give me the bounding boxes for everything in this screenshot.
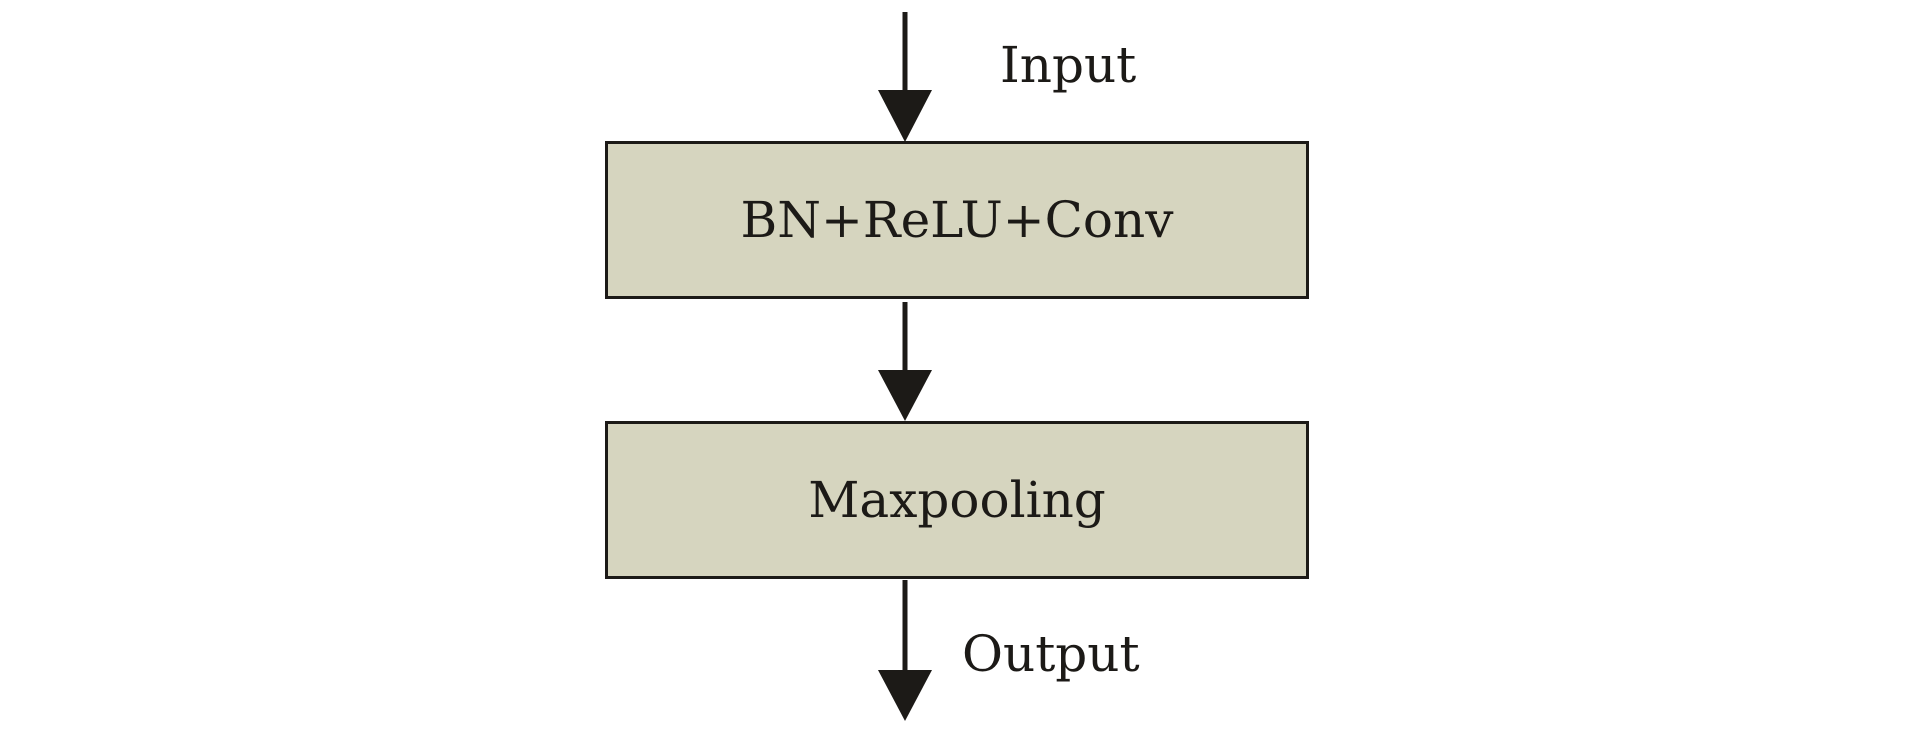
input-arrow bbox=[878, 12, 932, 142]
input-label: Input bbox=[1000, 36, 1137, 94]
bn-relu-conv-label: BN+ReLU+Conv bbox=[740, 191, 1174, 249]
output-label: Output bbox=[962, 625, 1140, 683]
maxpooling-label: Maxpooling bbox=[808, 471, 1106, 529]
bn-relu-conv-block: BN+ReLU+Conv bbox=[605, 141, 1309, 299]
output-arrow bbox=[878, 580, 932, 721]
connector-arrow bbox=[878, 302, 932, 421]
maxpooling-block: Maxpooling bbox=[605, 421, 1309, 579]
